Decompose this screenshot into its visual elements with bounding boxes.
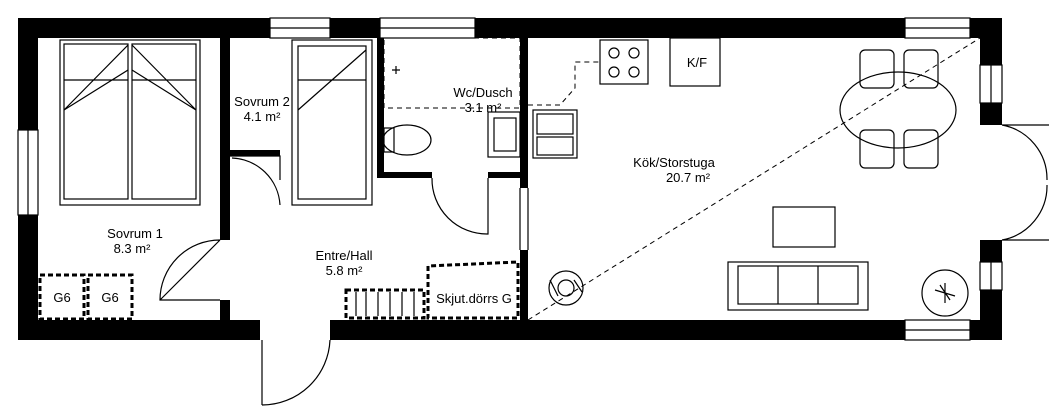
interior-walls [220,38,529,320]
door-wc[interactable] [431,177,489,235]
single-bed [291,39,373,206]
windows [17,17,1003,341]
kitchen-counter [528,61,600,159]
entrance-door[interactable] [261,339,331,406]
doors [159,124,1049,406]
fridge-freezer: K/F [669,37,721,87]
room-area-wc: 3.1 m² [465,100,503,115]
shower-area [383,37,521,109]
room-name-entre: Entre/Hall [315,248,372,263]
door-sovrum2[interactable] [230,155,281,206]
outer-walls [18,18,1002,340]
fireplace-icon [548,270,584,306]
room-name-kok: Kök/Storstuga [633,155,715,170]
wardrobe-g6-2: G6 [86,273,134,321]
stove [599,39,649,85]
room-area-sovrum2: 4.1 m² [244,109,282,124]
plant-icon [921,269,969,317]
room-area-sovrum1: 8.3 m² [114,241,152,256]
sliding-wardrobe: Skjut.dörrs G [426,260,520,320]
room-name-sovrum2: Sovrum 2 [234,94,290,109]
double-bed [59,39,201,206]
dining-table [839,49,957,169]
door-sovrum1[interactable] [159,239,221,301]
room-area-entre: 5.8 m² [326,263,364,278]
open-plan-diagonal [527,37,981,321]
room-name-wc: Wc/Dusch [453,85,512,100]
toilet [382,124,432,156]
coffee-table [772,206,836,248]
washbasin [487,111,521,158]
shoe-rack [344,288,426,320]
wardrobe-label-1: G6 [53,290,70,305]
room-name-sovrum1: Sovrum 1 [107,226,163,241]
shower-tap-icon [392,66,400,74]
sliding-wardrobe-label: Skjut.dörrs G [436,291,512,306]
wardrobe-g6-1: G6 [38,273,86,321]
fridge-label: K/F [687,55,707,70]
room-area-kok: 20.7 m² [666,170,711,185]
wardrobe-label-2: G6 [101,290,118,305]
patio-door[interactable] [1001,124,1049,241]
sofa [727,261,869,311]
